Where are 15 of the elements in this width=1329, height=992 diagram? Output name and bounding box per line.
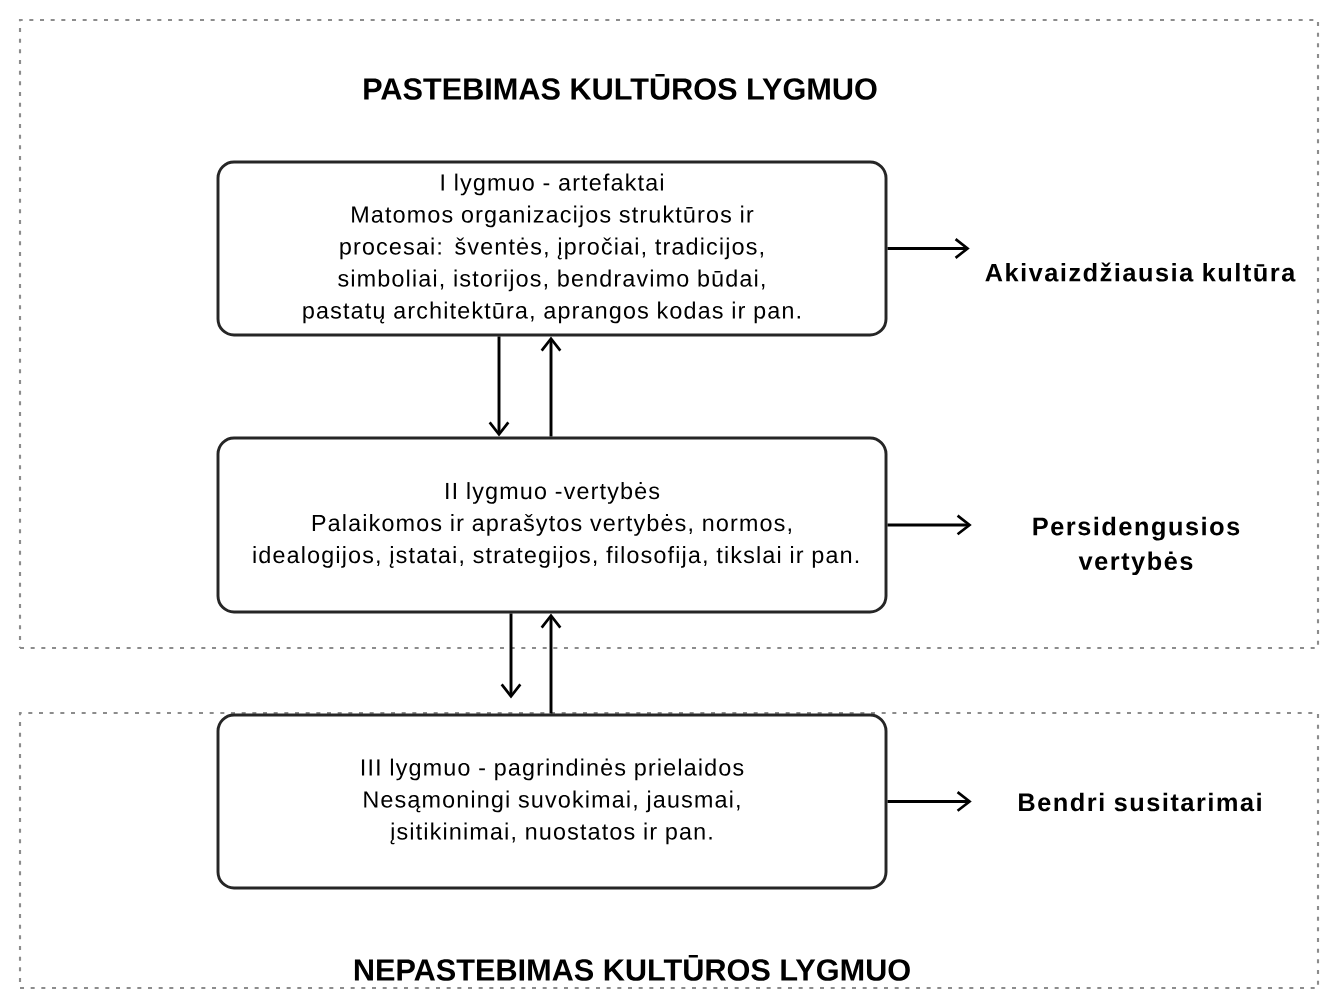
- arrow: [887, 238, 970, 259]
- arrow: [540, 613, 562, 714]
- region-heading: NEPASTEBIMAS KULTŪROS LYGMUO: [354, 955, 910, 981]
- arrow: [887, 514, 972, 536]
- arrow: [540, 336, 562, 437]
- level-box: I lygmuo - artefaktai Matomos organizacijos struktūros ir procesai: šventės, įpročiai, tradicijos, simboliai, istorijos, bendravimo būdai, pastatų architektūra, aprangos kodas ir pan.: [216, 160, 888, 337]
- arrow: [488, 336, 510, 437]
- side-label: Akivaizdžiausia kultūra: [985, 262, 1296, 282]
- arrow: [500, 613, 522, 699]
- region-heading: PASTEBIMAS KULTŪROS LYGMUO: [364, 74, 877, 100]
- level-box: II lygmuo -vertybės Palaikomos ir aprašytos vertybės, normos, idealogijos, įstatai, strategijos, filosofija, tikslai ir pan.: [216, 436, 888, 614]
- side-label: Bendri susitarimai: [1019, 792, 1261, 812]
- side-label: Persidengusios vertybės: [1033, 516, 1240, 576]
- arrow: [887, 791, 972, 812]
- level-box: III lygmuo - pagrindinės prielaidos Nesąmoningi suvokimai, jausmai, įsitikinimai, nuostatos ir pan.: [216, 713, 888, 890]
